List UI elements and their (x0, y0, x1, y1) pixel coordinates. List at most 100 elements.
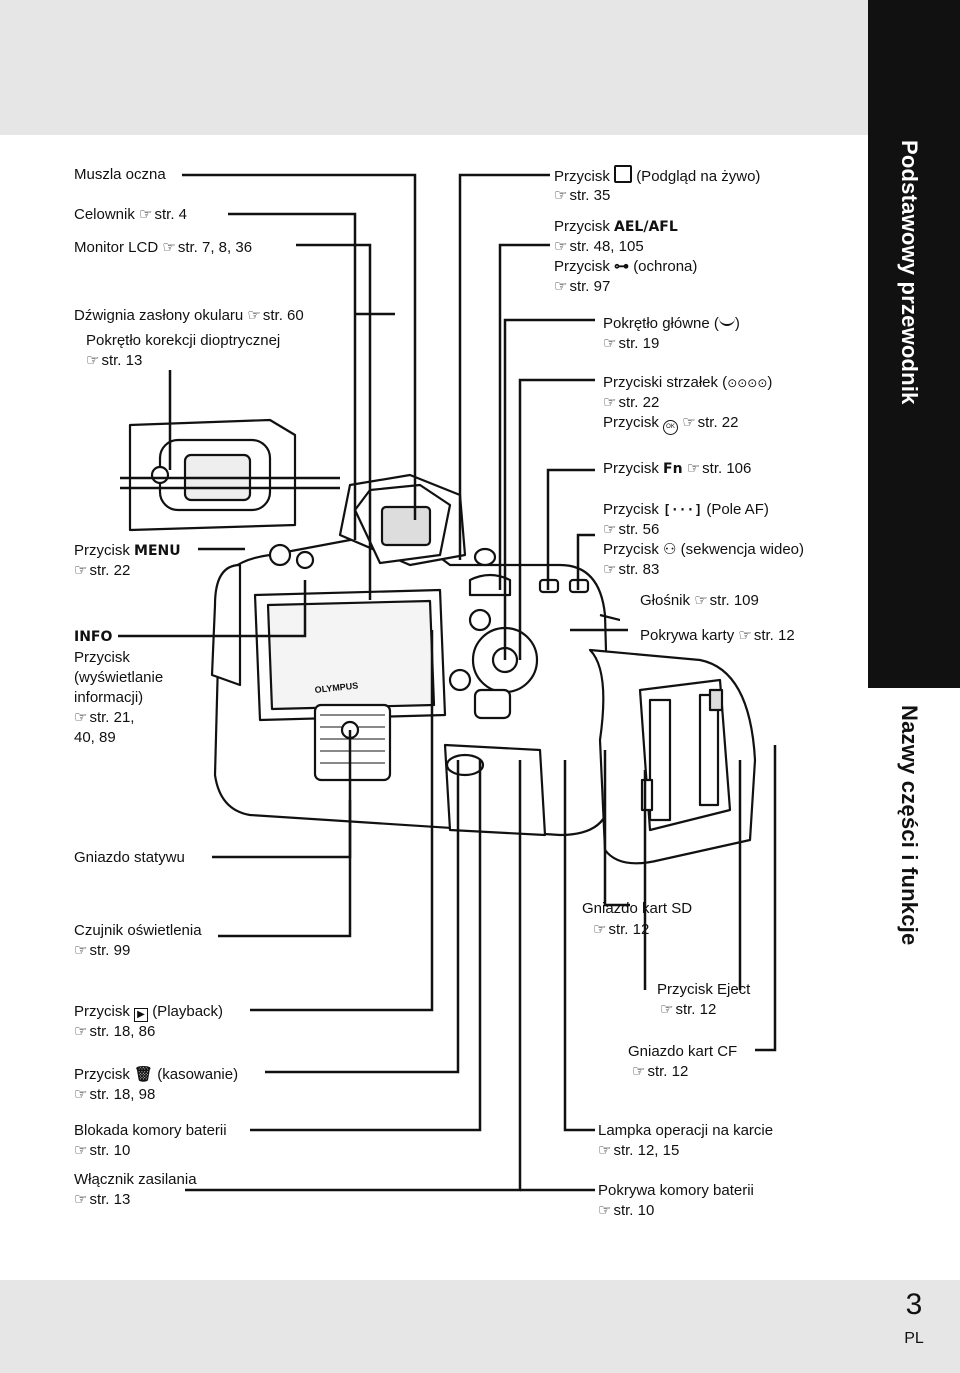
pointing-hand-icon: ☞ (686, 460, 701, 477)
sidebar-section-tab (868, 0, 960, 688)
label-liveview-button: Przycisk (Podgląd na żywo) (554, 165, 760, 186)
label-playback-ref-text: str. 18, 86 (89, 1023, 156, 1040)
label-speaker: Głośnik ☞str. 109 (640, 591, 759, 610)
label-playback-button: Przycisk ▶ (Playback) (74, 1002, 223, 1022)
label-viewfinder-ref: str. 4 (154, 206, 187, 223)
label-info-ref: ☞str. 21, (74, 708, 134, 727)
label-menu-ref: ☞str. 22 (74, 561, 130, 580)
label-fn-button: Przycisk Fn ☞str. 106 (603, 459, 751, 479)
pointing-hand-icon: ☞ (660, 1001, 674, 1018)
section-title: Podstawowy przewodnik (897, 140, 922, 405)
label-battery-cover-ref-text: str. 10 (613, 1202, 655, 1219)
label-light-sensor: Czujnik oświetlenia (74, 922, 202, 939)
label-battery-lock: Blokada komory baterii (74, 1122, 227, 1139)
label-protect-button: Przycisk ⊶ (ochrona) (554, 257, 697, 276)
pointing-hand-icon: ☞ (738, 627, 752, 644)
label-liveview-ref-text: str. 35 (569, 187, 611, 204)
label-fn-ref-text: str. 106 (702, 460, 752, 477)
label-erase-suffix: (kasowanie) (157, 1066, 239, 1083)
label-protect-ref: ☞str. 97 (554, 277, 610, 296)
label-eyepiece-shutter-ref: str. 60 (262, 307, 304, 324)
label-eject-ref: ☞str. 12 (660, 1000, 716, 1019)
label-cf-ref-text: str. 12 (647, 1063, 689, 1080)
label-erase-ref: ☞str. 18, 98 (74, 1085, 155, 1104)
label-sd-slot: Gniazdo kart SD (582, 900, 693, 917)
af-area-icon: [···] (663, 503, 703, 518)
label-fn-prefix: Przycisk (603, 460, 659, 477)
label-sd-slot-ref: ☞str. 12 (593, 920, 649, 939)
label-arrows-ref-text: str. 22 (618, 394, 660, 411)
label-ok-button: Przycisk OK ☞str. 22 (603, 413, 739, 435)
label-battery-cover-ref: ☞str. 10 (598, 1201, 654, 1220)
label-lamp-ref-text: str. 12, 15 (613, 1142, 680, 1159)
label-arrow-buttons-ref: ☞str. 22 (603, 393, 659, 412)
label-lcd-ref: str. 7, 8, 36 (177, 239, 253, 256)
label-viewfinder: Celownik ☞str. 4 (74, 205, 187, 224)
label-movie-ref-text: str. 83 (618, 561, 660, 578)
label-eyecup: Muszla oczna (74, 166, 166, 183)
label-playback-ref: ☞str. 18, 86 (74, 1022, 155, 1041)
pointing-hand-icon: ☞ (74, 1086, 88, 1103)
label-erase-button: Przycisk 🗑 (kasowanie) (74, 1065, 238, 1084)
key-icon: ⊶ (614, 258, 630, 275)
label-info-line2: (wyświetlanie (74, 669, 164, 686)
label-main-dial-suffix: ) (734, 315, 740, 332)
pointing-hand-icon: ☞ (247, 307, 261, 324)
pointing-hand-icon: ☞ (554, 187, 568, 204)
page-language: PL (904, 1330, 924, 1347)
movie-sequence-icon: ⚇ (663, 541, 677, 558)
label-lcd-name: Monitor LCD (74, 239, 159, 256)
label-diopter-ref-text: str. 13 (101, 352, 143, 369)
label-main-dial-ref-text: str. 19 (618, 335, 660, 352)
label-ael-ref-text: str. 48, 105 (569, 238, 644, 255)
pointing-hand-icon: ☞ (598, 1142, 612, 1159)
label-diopter-dial: Pokrętło korekcji dioptrycznej (86, 332, 281, 349)
label-info-line3: informacji) (74, 689, 144, 706)
chapter-title: Nazwy części i funkcje (897, 705, 922, 946)
liveview-icon (614, 165, 633, 183)
arrow-buttons-icon: ⊙⊙⊙⊙ (727, 376, 768, 390)
label-main-dial-prefix: Pokrętło główne ( (603, 315, 719, 332)
label-info-ref2: 40, 89 (74, 729, 116, 746)
pointing-hand-icon: ☞ (682, 414, 696, 431)
label-eject-ref-text: str. 12 (675, 1001, 717, 1018)
label-af-ref-text: str. 56 (618, 521, 660, 538)
label-card-cover-ref-text: str. 12 (753, 627, 795, 644)
label-light-sensor-ref-text: str. 99 (89, 942, 131, 959)
label-menu-ref-text: str. 22 (89, 562, 131, 579)
label-battery-lock-ref: ☞str. 10 (74, 1141, 130, 1160)
pointing-hand-icon: ☞ (554, 238, 568, 255)
page-number-box: 3 PL (868, 1280, 960, 1373)
label-movie-prefix: Przycisk (603, 541, 659, 558)
pointing-hand-icon: ☞ (74, 942, 88, 959)
pointing-hand-icon: ☞ (162, 239, 176, 256)
play-icon: ▶ (134, 1008, 149, 1022)
sidebar: Podstawowy przewodnik Nazwy części i fun… (868, 0, 960, 1373)
label-erase-prefix: Przycisk (74, 1066, 130, 1083)
label-menu-prefix: Przycisk (74, 542, 130, 559)
label-fn-name: Fn (663, 461, 683, 477)
pointing-hand-icon: ☞ (74, 1142, 88, 1159)
label-protect-prefix: Przycisk (554, 258, 610, 275)
label-tripod-socket: Gniazdo statywu (74, 849, 185, 866)
label-ael-button: Przycisk AEL/AFL (554, 217, 678, 237)
label-power-switch-ref: ☞str. 13 (74, 1190, 130, 1209)
label-cf-slot-ref: ☞str. 12 (632, 1062, 688, 1081)
label-info-bold: INFO (74, 629, 113, 645)
label-main-dial-ref: ☞str. 19 (603, 334, 659, 353)
label-movie-button: Przycisk ⚇ (sekwencja wideo) (603, 540, 804, 559)
label-arrow-buttons: Przyciski strzałek (⊙⊙⊙⊙) (603, 373, 772, 393)
label-speaker-name: Głośnik (640, 592, 691, 609)
pointing-hand-icon: ☞ (74, 1023, 88, 1040)
label-protect-ref-text: str. 97 (569, 278, 611, 295)
label-movie-ref: ☞str. 83 (603, 560, 659, 579)
pointing-hand-icon: ☞ (593, 921, 607, 938)
label-battery-cover: Pokrywa komory baterii (598, 1182, 754, 1199)
top-band (0, 0, 868, 135)
label-light-sensor-ref: ☞str. 99 (74, 941, 130, 960)
label-cf-slot: Gniazdo kart CF (628, 1043, 738, 1060)
label-movie-suffix: (sekwencja wideo) (680, 541, 805, 558)
label-playback-prefix: Przycisk (74, 1003, 130, 1020)
label-battery-lock-ref-text: str. 10 (89, 1142, 131, 1159)
pointing-hand-icon: ☞ (603, 561, 617, 578)
